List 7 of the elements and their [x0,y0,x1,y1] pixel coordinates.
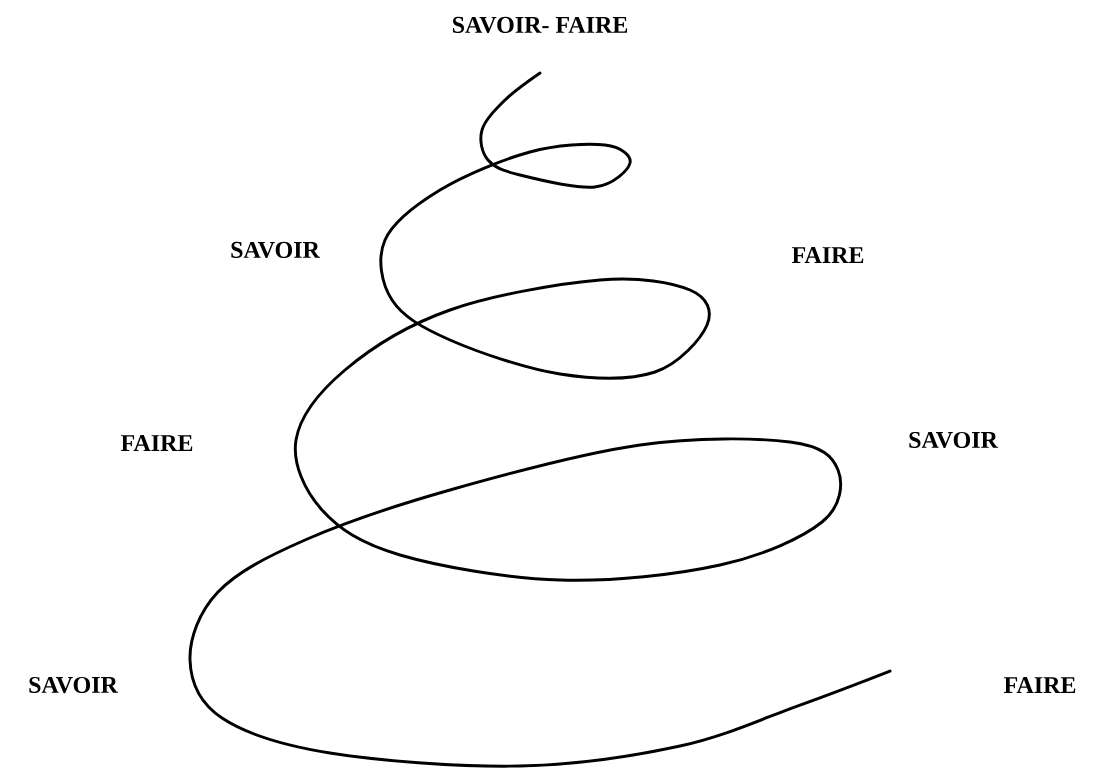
label: FAIRE [1004,677,1076,693]
label: SAVOIR [231,241,321,259]
label: FAIRE [792,247,864,263]
label: SAVOIR [29,676,119,694]
label: SAVOIR [909,431,999,449]
label: FAIRE [121,435,193,451]
label: SAVOIR- FAIRE [452,16,628,34]
